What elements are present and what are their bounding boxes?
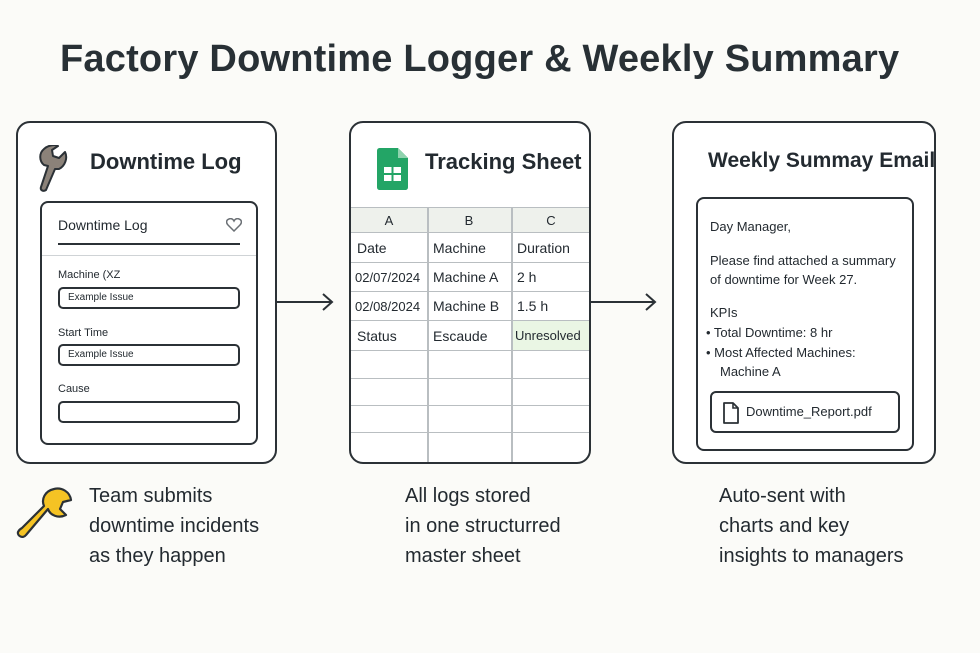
table-row xyxy=(351,433,589,462)
table-row: Status Escaude Unresolved xyxy=(351,321,589,351)
email-body-line: of downtime for Week 27. xyxy=(710,272,858,287)
attachment-filename: Downtime_Report.pdf xyxy=(746,404,872,419)
cause-field[interactable] xyxy=(58,401,240,423)
caption-line: All logs stored xyxy=(405,485,531,507)
table-cell[interactable]: 02/07/2024 xyxy=(355,269,421,285)
cause-field-label: Cause xyxy=(58,383,90,395)
table-cell[interactable]: Machine B xyxy=(433,298,500,314)
start-time-field-label: Start Time xyxy=(58,327,109,339)
form-header-underline xyxy=(58,243,240,245)
column-header-row: A B C xyxy=(351,207,589,233)
caption-line: in one structurred xyxy=(405,515,561,537)
heart-icon[interactable] xyxy=(226,218,242,232)
table-cell[interactable]: 2 h xyxy=(517,269,537,285)
kpi-affected-machines-value: Machine A xyxy=(720,364,781,379)
caption-line: Auto-sent with xyxy=(719,485,846,507)
table-cell[interactable]: Status xyxy=(357,327,397,344)
table-cell[interactable]: Machine xyxy=(433,239,486,256)
table-cell[interactable]: Machine A xyxy=(433,269,499,285)
machine-field[interactable]: Example Issue xyxy=(58,287,240,309)
arrow-right-icon xyxy=(277,293,334,311)
panel-title-tracking-sheet: Tracking Sheet xyxy=(425,149,582,174)
table-row: Date Machine Duration xyxy=(351,233,589,263)
wrench-yellow-icon xyxy=(16,487,73,538)
column-divider xyxy=(427,207,429,462)
panel-downtime-log: Downtime Log Downtime Log Machine (XZ Ex… xyxy=(16,121,277,464)
machine-field-label: Machine (XZ xyxy=(58,269,121,281)
caption-line: as they happen xyxy=(89,545,226,567)
start-time-field[interactable]: Example Issue xyxy=(58,344,240,366)
email-body-line: Please find attached a summary xyxy=(710,253,896,268)
wrench-icon xyxy=(39,145,68,192)
table-row: 02/07/2024 Machine A 2 h xyxy=(351,263,589,292)
document-icon xyxy=(723,402,739,424)
form-divider xyxy=(42,255,256,256)
sheets-icon xyxy=(377,148,408,190)
caption-line: insights to managers xyxy=(719,545,904,567)
column-header-a[interactable]: A xyxy=(384,212,394,228)
column-header-b[interactable]: B xyxy=(464,212,474,228)
diagram-title: Factory Downtime Logger & Weekly Summary xyxy=(60,38,900,80)
column-header-c[interactable]: C xyxy=(546,212,556,228)
arrow-right-icon xyxy=(591,293,657,311)
panel-title-weekly-email: Weekly Summay Email xyxy=(708,149,936,172)
caption-line: master sheet xyxy=(405,545,521,567)
table-row xyxy=(351,351,589,379)
table-row xyxy=(351,406,589,433)
downtime-form: Downtime Log Machine (XZ Example Issue S… xyxy=(40,201,258,445)
panel-weekly-email: Weekly Summay Email Day Manager, Please … xyxy=(672,121,936,464)
attachment-chip[interactable]: Downtime_Report.pdf xyxy=(710,391,900,433)
table-cell[interactable]: Duration xyxy=(517,239,570,256)
form-header: Downtime Log xyxy=(58,217,148,233)
table-cell[interactable]: Escaude xyxy=(433,327,488,344)
email-greeting: Day Manager, xyxy=(710,219,791,234)
table-cell[interactable]: 02/08/2024 xyxy=(355,298,421,314)
panel-tracking-sheet: Tracking Sheet A B C Date Machine Durati… xyxy=(349,121,591,464)
email-preview: Day Manager, Please find attached a summ… xyxy=(696,197,914,451)
table-cell[interactable]: Date xyxy=(357,239,387,256)
caption-line: Team submits xyxy=(89,485,213,507)
kpis-label: KPIs xyxy=(710,305,738,320)
caption-line: charts and key xyxy=(719,515,850,537)
table-row xyxy=(351,379,589,406)
kpi-total-downtime: • Total Downtime: 8 hr xyxy=(706,325,833,340)
panel-title-downtime-log: Downtime Log xyxy=(90,149,242,174)
status-unresolved-cell[interactable]: Unresolved xyxy=(511,321,589,350)
caption-auto-sent: Auto-sent with charts and key insights t… xyxy=(719,481,904,571)
caption-team-submits: Team submits downtime incidents as they … xyxy=(89,481,259,571)
column-divider xyxy=(511,207,513,462)
kpi-affected-machines: • Most Affected Machines: xyxy=(706,345,856,360)
table-row: 02/08/2024 Machine B 1.5 h xyxy=(351,292,589,321)
caption-line: downtime incidents xyxy=(89,515,260,537)
caption-logs-stored: All logs stored in one structurred maste… xyxy=(405,481,561,571)
table-cell[interactable]: 1.5 h xyxy=(517,298,549,314)
